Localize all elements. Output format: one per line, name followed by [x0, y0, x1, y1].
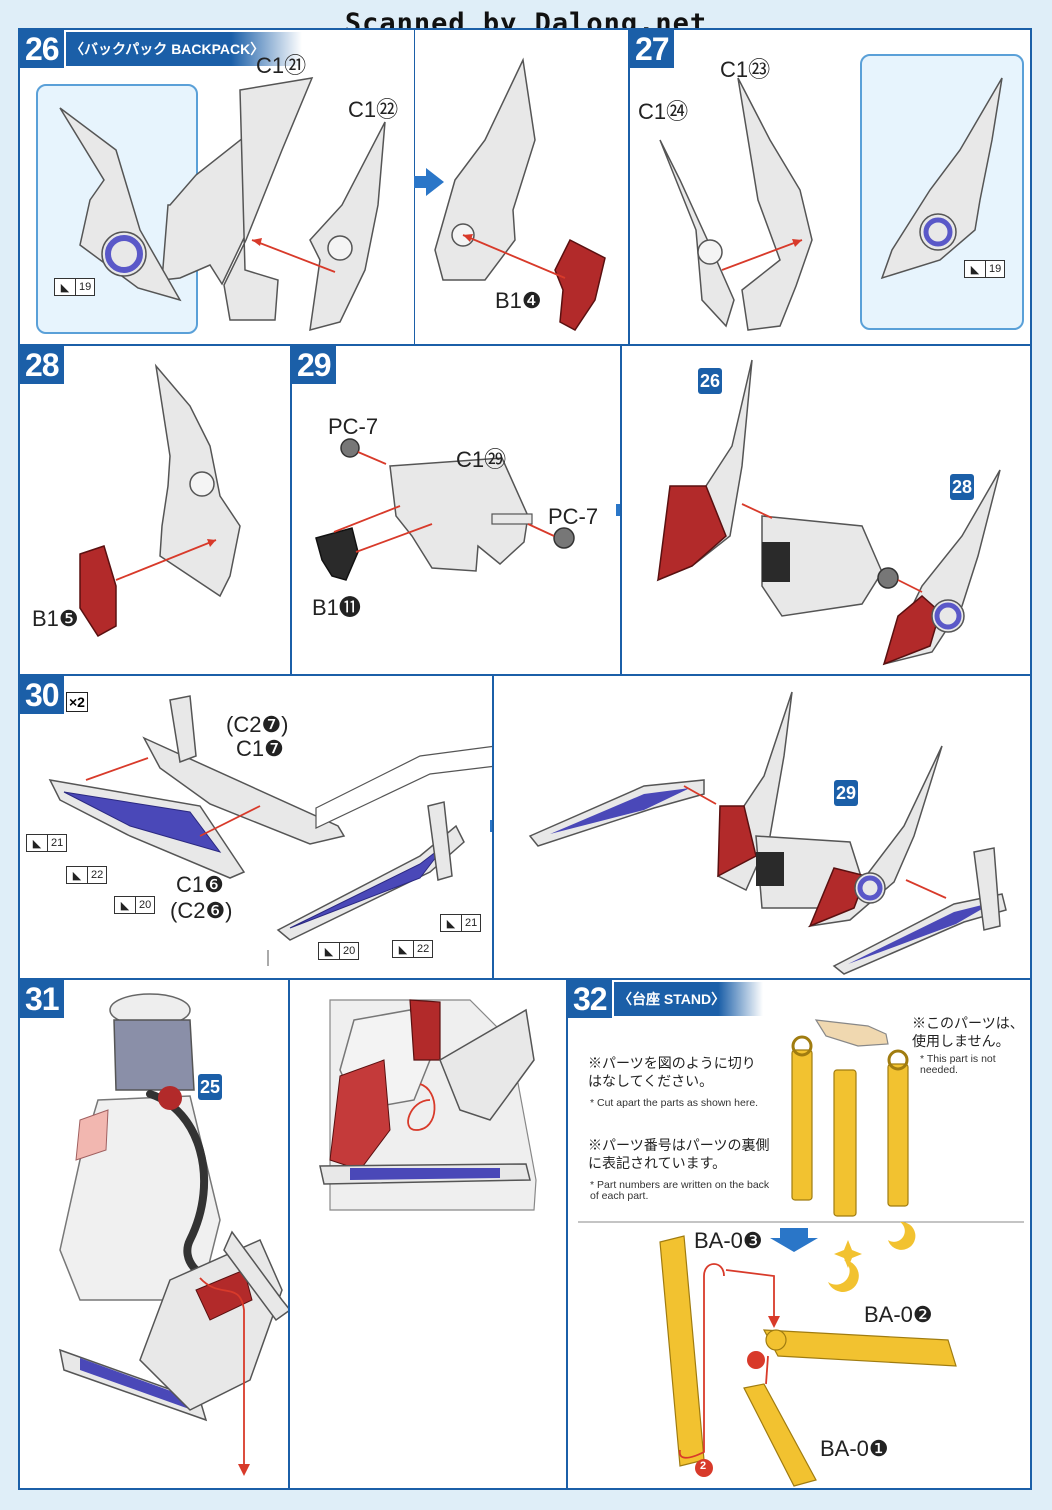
step-title: 〈バックパック BACKPACK〉: [66, 32, 303, 66]
decal-22: ◣22: [66, 866, 108, 884]
stand-parts-illustration: [578, 1019, 1024, 1487]
part-label-c1-6: C1❻: [176, 872, 224, 897]
decal-20: ◣20: [318, 942, 360, 960]
step-31-result-panel: [288, 978, 568, 1490]
decal-20: ◣20: [114, 896, 156, 914]
step-29-panel: 29 PC-7 C1㉙ PC-7 B1⓫: [290, 344, 622, 676]
part-label-c1-24: C1㉔: [638, 99, 689, 124]
wing-with-red-side-part-illustration: [79, 363, 241, 637]
decal-icon: ◣: [964, 260, 986, 278]
step-reference-badge: 29: [834, 780, 858, 806]
cut-apart-note-en: * Cut apart the parts as shown here.: [590, 1097, 759, 1109]
assembled-backpack-illustration: [656, 359, 1001, 666]
step-number: 32: [568, 980, 612, 1018]
unused-part-note-en: * This part is not needed.: [920, 1053, 996, 1076]
part-label-c2-6: (C2❻): [170, 898, 233, 923]
part-label-c1-23: C1㉓: [720, 57, 771, 82]
blade-assembly-illustration: [48, 695, 492, 966]
decal-21: ◣21: [26, 834, 68, 852]
multiplier-badge: ×2: [66, 692, 88, 712]
step-number: 31: [20, 980, 64, 1018]
step-31-panel: 31 25: [18, 978, 290, 1490]
part-label-c1-22: C1㉒: [348, 97, 399, 122]
figure-attach-backpack-illustration: [59, 993, 288, 1476]
decal-icon: ◣: [54, 278, 76, 296]
step-26-result-panel: B1❹: [414, 28, 630, 346]
part-number-note: ※パーツ番号はパーツの裏側に表記されています。: [588, 1137, 770, 1171]
step-title: 〈台座 STAND〉: [614, 982, 764, 1016]
step-number: 27: [630, 30, 674, 68]
decal-21: ◣21: [440, 914, 482, 932]
step-number: 30: [20, 676, 64, 714]
part-label-b1-11: B1⓫: [312, 595, 361, 620]
step-number: 29: [292, 346, 336, 384]
step-reference-badge: 26: [698, 368, 722, 394]
part-label-ba-0-3: BA-0❸: [694, 1228, 763, 1253]
step-29-result-panel: 26 28: [620, 344, 1032, 676]
step-number: 26: [20, 30, 64, 68]
backpack-core-assembly-illustration: [315, 438, 575, 581]
assembled-backpack-wing-illustration: [59, 77, 386, 332]
step-reference-badge: 25: [198, 1074, 222, 1100]
next-step-arrow: [414, 168, 444, 196]
step-27-panel: 27 C1㉓ C1㉔ ◣ 19: [628, 28, 1032, 346]
part-label-pc-7: PC-7: [548, 504, 599, 529]
step-28-panel: 28 B1❺: [18, 344, 292, 676]
backpack-with-blades-illustration: [528, 691, 1007, 975]
step-30-result-panel: 29: [492, 674, 1032, 980]
step-reference-badge: 28: [950, 474, 974, 500]
decal-19: ◣ 19: [964, 260, 1006, 278]
decal-22: ◣22: [392, 940, 434, 958]
part-label-ba-0-2: BA-0❷: [864, 1302, 933, 1327]
part-label-ba-0-1: BA-0❶: [820, 1436, 889, 1461]
step-26-panel: 26 〈バックパック BACKPACK〉 C1㉑ C1㉒ ◣ 19: [18, 28, 416, 346]
part-label-c1-21: C1㉑: [256, 53, 307, 78]
decal-19: ◣ 19: [54, 278, 96, 296]
step-32-panel: 32 〈台座 STAND〉 ※このパーツは、使用しません。 * This par…: [566, 978, 1032, 1490]
order-marker-1: 1: [752, 1372, 759, 1384]
step-number: 28: [20, 346, 64, 384]
part-label-c2-7: (C2❼): [226, 712, 289, 737]
unused-part-note: ※このパーツは、使用しません。: [912, 1015, 1024, 1049]
part-label-c1-29: C1㉙: [456, 447, 507, 472]
backpack-wing-with-red-part-illustration: [434, 57, 606, 331]
step-30-panel: 30 ×2 (C2❼) C1❼ C1❻ (C2❻) ◣21 ◣22 ◣20 ◣2…: [18, 674, 494, 980]
part-label-c1-7: C1❼: [236, 736, 284, 761]
figure-with-backpack-detail-illustration: [319, 999, 537, 1211]
part-label-b1-4: B1❹: [495, 288, 542, 313]
part-number-note-en: * Part numbers are written on the back o…: [590, 1179, 770, 1202]
part-label-b1-5: B1❺: [32, 606, 79, 631]
order-marker-2: 2: [700, 1460, 707, 1472]
cut-apart-note: ※パーツを図のように切りはなしてください。: [588, 1055, 756, 1089]
part-label-pc-7: PC-7: [328, 414, 379, 439]
backpack-wing-pair-illustration: [659, 77, 1003, 331]
